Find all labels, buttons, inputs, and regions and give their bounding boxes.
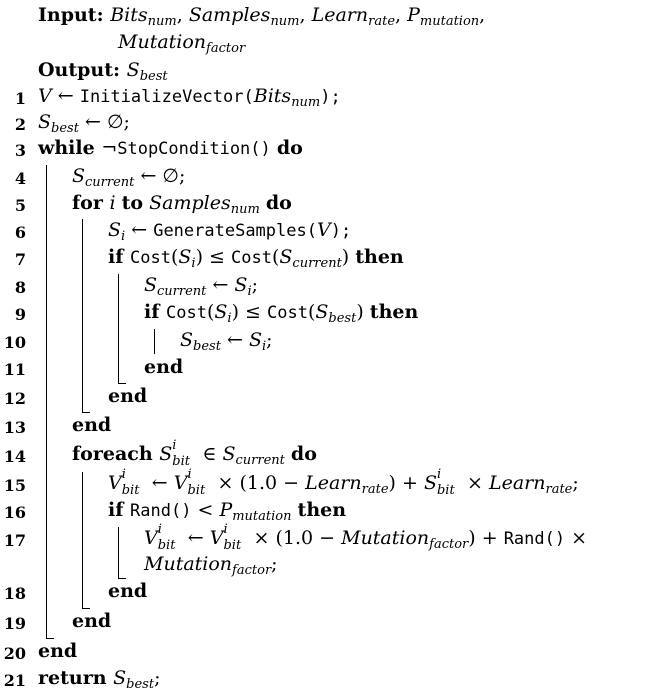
line-5: 5 for i to Samplesnum do [14,192,292,217]
line-6: 6 Si ← GenerateSamples(V); [14,219,352,244]
block-rule-if-7 [118,274,119,383]
line-19: 19 end [3,610,112,633]
line-10: 10 Sbest ← Si; [3,329,273,354]
line-2: 2 Sbest ← ∅; [14,111,130,136]
block-rule-while [46,165,47,638]
output-line: Output: Sbest [38,59,168,84]
line-9: 9 if Cost(Si) ≤ Cost(Sbest) then [14,301,419,326]
line-16: 16 if Rand() < Pmutation then [3,499,347,524]
block-rule-if-16-hook [118,578,126,579]
block-rule-if-7-hook [118,383,126,384]
line-4: 4 Scurrent ← ∅; [14,165,186,190]
input-line-cont: Mutationfactor [118,31,246,56]
block-rule-if-9 [154,329,155,354]
line-12: 12 end [3,385,148,408]
line-13: 13 end [3,414,112,437]
block-rule-while-hook [46,638,54,639]
line-21: 21 return Sbest; [3,667,161,692]
input-line: Input: Bitsnum, Samplesnum, Learnrate, P… [38,4,486,29]
line-17-cont: Mutationfactor; [144,553,278,578]
block-rule-for-hook [82,412,90,413]
line-7: 7 if Cost(Si) ≤ Cost(Scurrent) then [14,246,404,271]
block-rule-for [82,219,83,412]
line-3: 3 while ¬StopCondition() do [14,137,303,160]
line-11: 11 end [3,356,184,379]
line-20: 20 end [3,640,78,663]
line-1: 1 V ← InitializeVector(Bitsnum); [14,85,341,110]
block-rule-foreach-hook [82,608,90,609]
block-rule-if-16 [118,527,119,578]
line-8: 8 Scurrent ← Si; [14,274,259,299]
line-18: 18 end [3,580,148,603]
block-rule-foreach [82,472,83,608]
